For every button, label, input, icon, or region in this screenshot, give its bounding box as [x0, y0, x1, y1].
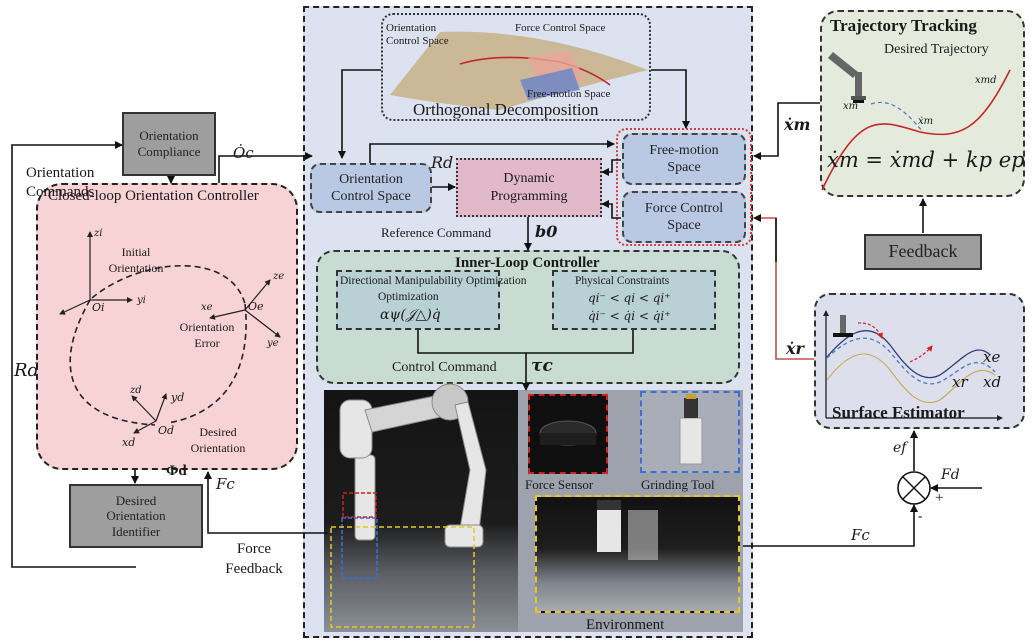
x-e-label: xe [983, 348, 1001, 366]
desired-orientation-identifier-label: Desired Orientation Identifier [106, 492, 166, 539]
grinding-tool-device [679, 417, 703, 465]
signal-oc-dot: Ȯc [233, 144, 254, 162]
surface-estimator-plot [823, 310, 1003, 421]
x-m-label: xm [843, 101, 859, 112]
frame-Od: Od [158, 424, 175, 437]
minus-sign: - [918, 508, 923, 523]
grinding-tool-label: Grinding Tool [641, 477, 715, 492]
desired-orientation-label: Desired Orientation [190, 425, 246, 455]
force-sensor-highlight [342, 492, 377, 518]
dynamic-programming-box: Dynamic Programming [456, 158, 602, 217]
x-r-label: xr [952, 373, 968, 391]
force-sensor-label: Force Sensor [525, 477, 594, 492]
dmo-formula: αψ(𝒥△)q̇ [380, 307, 441, 323]
ortho-to-free-space [651, 69, 690, 129]
frame-Oi: Oi [92, 301, 105, 314]
orientation-control-space-box: Orientation Control Space [310, 163, 432, 213]
signal-tau: τc [531, 356, 553, 376]
feedback-box: Feedback [864, 234, 982, 270]
dmo-title: Directional Manipulability Optimization [340, 275, 527, 287]
signal-rd-center: Rd [431, 153, 454, 172]
orientation-frames [59, 231, 281, 434]
force-control-space-box: Force Control Space [622, 191, 746, 243]
frame-zd: zd [130, 385, 142, 396]
tracking-equation: ẋm = ẋmd + kp ep [827, 148, 1025, 172]
environment-highlight [330, 526, 475, 628]
dmo-optimization: Optimization [378, 291, 439, 303]
signal-xm-dot: ẋm [784, 115, 811, 134]
ortho-to-orientation-space [338, 69, 381, 159]
closed-loop-orientation-panel [36, 183, 298, 470]
orientation-compliance-label: Orientation Compliance [137, 128, 201, 159]
signal-b0: b0 [535, 222, 558, 241]
fc-feedback-arrow [204, 471, 328, 534]
pc-formula-1: qi⁻ < qi < qi⁺ [588, 291, 671, 305]
xr-dot-arrow [753, 214, 814, 360]
signal-phi-d: Φd [166, 463, 187, 479]
reference-command-label: Reference Command [381, 225, 492, 240]
desired-trajectory-label: Desired Trajectory [884, 42, 989, 57]
signal-fd: Fd [941, 467, 960, 483]
ortho-force-space-label: Force Control Space [515, 22, 606, 34]
robot-arm [339, 383, 487, 548]
surface-estimator-panel [814, 293, 1025, 429]
dmo-box [336, 270, 500, 330]
space-group-outline [616, 128, 752, 246]
ortho-free-space-label: Free-motion Space [527, 88, 611, 100]
orientation-compliance-box: Orientation Compliance [122, 112, 216, 176]
control-command-label: Control Command [392, 360, 497, 375]
pc-title: Physical Constraints [575, 275, 670, 287]
free-to-dp [601, 159, 621, 176]
force-to-dp [601, 200, 621, 219]
frame-ye: ye [267, 338, 279, 349]
free-motion-space-box: Free-motion Space [622, 133, 746, 185]
x-d-label: xd [983, 373, 1002, 391]
xm-dot-arrow [753, 102, 820, 160]
signal-fc-right: Fc [851, 526, 870, 544]
signal-ef: ef [893, 440, 907, 456]
decomposition-surface [390, 31, 648, 110]
pc-formula-2: q̇i⁻ < q̇i < q̇i⁺ [588, 309, 671, 323]
plus-sign: + [935, 490, 944, 506]
orthogonal-decomposition-title: Orthogonal Decomposition [413, 100, 599, 119]
oc-dot-arrow [218, 152, 313, 183]
signal-rd-left: Rd [14, 360, 40, 381]
orientation-commands-label: Orientation Commands [26, 165, 95, 200]
rd-arrow [369, 140, 615, 163]
signal-xr-dot: ẋr [786, 339, 804, 358]
grinding-tool-highlight [341, 517, 378, 579]
pc-box [552, 270, 716, 330]
closed-loop-title: Closed-loop Orientation Controller [48, 188, 259, 204]
frame-ze: ze [273, 271, 285, 282]
inner-loop-title: Inner-Loop Controller [455, 255, 600, 271]
trajectory-drawing [821, 52, 1011, 191]
initial-orientation-label: Initial Orientation [108, 245, 164, 275]
frame-yd: yd [171, 391, 185, 404]
surface-estimator-title: Surface Estimator [832, 403, 965, 422]
ortho-orientation-space-label: Orientation Control Space [386, 22, 449, 48]
environment-label: Environment [586, 617, 665, 633]
frame-yi: yi [137, 295, 146, 306]
frame-zi: zi [94, 228, 103, 239]
orientation-commands-loop [11, 141, 136, 568]
x-md-label: xmd [975, 75, 997, 86]
frame-xd: xd [122, 436, 136, 449]
fc-to-junction [743, 504, 918, 547]
orientation-error-label: Orientation Error [179, 320, 235, 350]
signal-fc-left: Fc [216, 475, 235, 493]
trajectory-tracking-title: Trajectory Tracking [830, 16, 977, 35]
frame-Oe: Oe [248, 300, 264, 313]
force-feedback-label: Force Feedback [225, 541, 283, 577]
desired-orientation-identifier-box: Desired Orientation Identifier [69, 484, 203, 548]
frame-xe: xe [201, 302, 213, 313]
x-m-dot-label: ẋm [918, 116, 934, 127]
